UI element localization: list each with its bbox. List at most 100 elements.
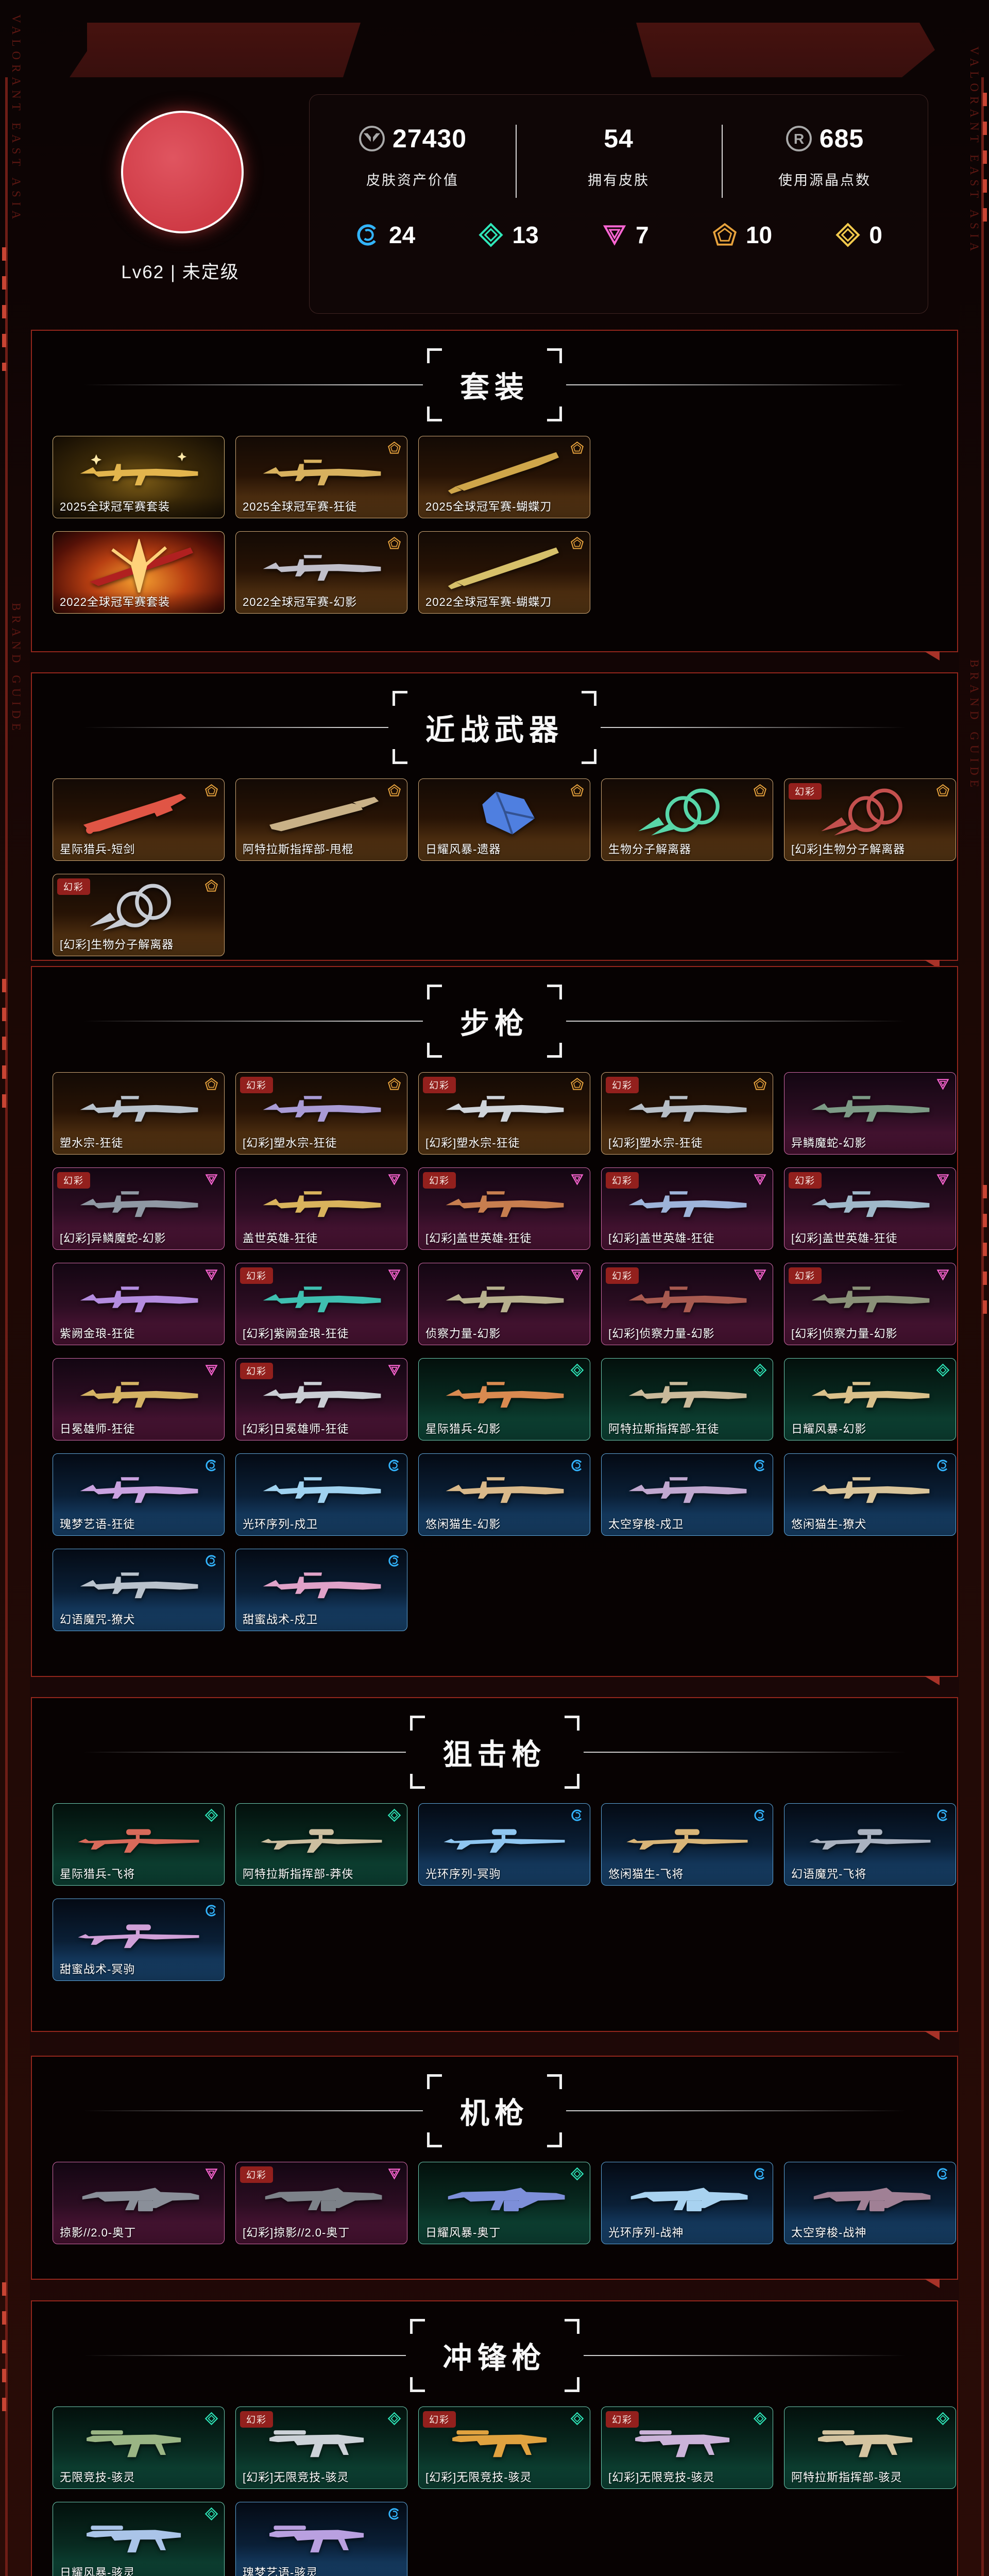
skin-card[interactable]: 幻彩 阿特拉斯指挥部-莽侠 (235, 1803, 407, 1886)
skin-card[interactable]: 幻彩 光环序列-冥驹 (418, 1803, 590, 1886)
skin-card[interactable]: 幻彩 幻语魔咒-飞将 (784, 1803, 956, 1886)
weapon-art-rifle (621, 1366, 755, 1419)
stat-value: 54 (604, 124, 634, 153)
skin-card[interactable]: 幻彩 [幻彩]无限竞技-骇灵 (235, 2406, 407, 2489)
skin-card[interactable]: 幻彩 紫阙金琅-狂徒 (53, 1263, 225, 1345)
skin-card[interactable]: 幻彩 阿特拉斯指挥部-狂徒 (601, 1358, 773, 1440)
skin-card[interactable]: 幻彩 瑰梦艺语-狂徒 (53, 1453, 225, 1536)
weapon-art-mg (804, 2170, 937, 2223)
skin-card[interactable]: 幻彩 2022全球冠军赛-蝴蝶刀 (418, 531, 590, 614)
skin-card[interactable]: 幻彩 [幻彩]盖世英雄-狂徒 (601, 1167, 773, 1250)
name-bar (419, 1863, 590, 1885)
skin-card[interactable]: 幻彩 日耀风暴-幻影 (784, 1358, 956, 1440)
avatar[interactable] (121, 111, 244, 233)
skin-card[interactable]: 幻彩 瑰梦艺语-骇灵 (235, 2502, 407, 2576)
skin-card[interactable]: 幻彩 悠闲猫生-飞将 (601, 1803, 773, 1886)
weapon-art-smg (255, 2414, 389, 2468)
premium-tier-icon (204, 879, 218, 893)
currency-select: 13 (478, 221, 539, 249)
skin-card[interactable]: 幻彩 [幻彩]紫阙金琅-狂徒 (235, 1263, 407, 1345)
currency-count: 13 (512, 222, 539, 248)
name-bar (602, 2222, 773, 2244)
skin-name: [幻彩]侦察力量-幻影 (608, 1327, 715, 1340)
skin-card[interactable]: 幻彩 光环序列-战神 (601, 2162, 773, 2244)
skin-card[interactable]: 幻彩 [幻彩]盖世英雄-狂徒 (784, 1167, 956, 1250)
chroma-badge: 幻彩 (240, 2166, 273, 2183)
skin-name: 掠影//2.0-奥丁 (60, 2226, 137, 2239)
skin-card[interactable]: 幻彩 [幻彩]侦察力量-幻影 (784, 1263, 956, 1345)
skin-card[interactable]: 幻彩 阿特拉斯指挥部-骇灵 (784, 2406, 956, 2489)
weapon-art-rifle (621, 1270, 755, 1324)
skin-card[interactable]: 幻彩 侦察力量-幻影 (418, 1263, 590, 1345)
skin-card[interactable]: 幻彩 2022全球冠军赛-幻影 (235, 531, 407, 614)
skin-card[interactable]: 幻彩 盖世英雄-狂徒 (235, 1167, 407, 1250)
skin-card[interactable]: 幻彩 阿特拉斯指挥部-甩棍 (235, 778, 407, 861)
skin-card[interactable]: 幻彩 甜蜜战术-冥驹 (53, 1899, 225, 1981)
section-header: 步枪 (32, 985, 957, 1058)
select-tier-icon (753, 1363, 767, 1377)
skin-card[interactable]: 幻彩 [幻彩]无限竞技-骇灵 (418, 2406, 590, 2489)
skin-card[interactable]: 幻彩 [幻彩]异鳞魔蛇-幻影 (53, 1167, 225, 1250)
skin-card[interactable]: 幻彩 无限竞技-骇灵 (53, 2406, 225, 2489)
section-title: 狙击枪 (442, 1738, 547, 1771)
skin-card[interactable]: 幻彩 [幻彩]塑水宗-狂徒 (418, 1072, 590, 1155)
name-bar (785, 1132, 956, 1154)
deluxe-tier-icon (570, 1268, 584, 1282)
skin-card[interactable]: 幻彩 日耀风暴-遗器 (418, 778, 590, 861)
skin-card[interactable]: 幻彩 [幻彩]塑水宗-狂徒 (601, 1072, 773, 1155)
skin-card[interactable]: 幻彩 [幻彩]掠影//2.0-奥丁 (235, 2162, 407, 2244)
skin-card[interactable]: 幻彩 异鳞魔蛇-幻影 (784, 1072, 956, 1155)
skin-card[interactable]: 幻彩 生物分子解离器 (601, 778, 773, 861)
skin-card[interactable]: 幻彩 日耀风暴-骇灵 (53, 2502, 225, 2576)
skin-card[interactable]: 幻彩 日冕雄师-狂徒 (53, 1358, 225, 1440)
deluxe-tier-icon (936, 1077, 950, 1091)
skin-card[interactable]: 幻彩 [幻彩]生物分子解离器 (784, 778, 956, 861)
skin-card[interactable]: 幻彩 [幻彩]塑水宗-狂徒 (235, 1072, 407, 1155)
skin-card[interactable]: 幻彩 悠闲猫生-獠犬 (784, 1453, 956, 1536)
skin-card[interactable]: 幻彩 日耀风暴-奥丁 (418, 2162, 590, 2244)
weapon-art-mg (255, 2170, 389, 2223)
edge-dash (2, 979, 6, 1113)
skin-card[interactable]: 幻彩 太空穿梭-战神 (784, 2162, 956, 2244)
header-line-right (566, 1021, 906, 1022)
skin-card[interactable]: 幻彩 塑水宗-狂徒 (53, 1072, 225, 1155)
name-bar (785, 1514, 956, 1535)
section-header: 近战武器 (32, 691, 957, 764)
name-bar (236, 1323, 407, 1345)
skin-card[interactable]: 幻彩 太空穿梭-戍卫 (601, 1453, 773, 1536)
skin-card[interactable]: 幻彩 [幻彩]无限竞技-骇灵 (601, 2406, 773, 2489)
name-bar (419, 839, 590, 860)
skin-name: 甜蜜战术-冥驹 (60, 1963, 135, 1976)
deluxe-tier-icon (753, 1268, 767, 1282)
chroma-badge: 幻彩 (606, 1267, 639, 1284)
skin-card[interactable]: 幻彩 2025全球冠军赛-蝴蝶刀 (418, 436, 590, 518)
skin-card[interactable]: 幻彩 2025全球冠军赛套装 (53, 436, 225, 518)
skin-card[interactable]: 幻彩 星际猎兵-短剑 (53, 778, 225, 861)
section-title: 近战武器 (425, 714, 564, 747)
skin-name: [幻彩]异鳞魔蛇-幻影 (60, 1232, 166, 1245)
skin-card[interactable]: 幻彩 幻语魔咒-獠犬 (53, 1549, 225, 1631)
skin-card[interactable]: 幻彩 [幻彩]盖世英雄-狂徒 (418, 1167, 590, 1250)
skin-card[interactable]: 幻彩 星际猎兵-幻影 (418, 1358, 590, 1440)
skin-card[interactable]: 幻彩 星际猎兵-飞将 (53, 1803, 225, 1886)
skin-card[interactable]: 幻彩 2022全球冠军赛套装 (53, 531, 225, 614)
skin-card[interactable]: 幻彩 掠影//2.0-奥丁 (53, 2162, 225, 2244)
skin-card[interactable]: 幻彩 悠闲猫生-幻影 (418, 1453, 590, 1536)
select-tier-icon (478, 222, 504, 248)
skin-name: 悠闲猫生-獠犬 (791, 1518, 867, 1531)
select-tier-icon (387, 2412, 401, 2426)
skin-card[interactable]: 幻彩 [幻彩]日冕雄师-狂徒 (235, 1358, 407, 1440)
name-bar (419, 496, 590, 518)
skin-card[interactable]: 幻彩 光环序列-戍卫 (235, 1453, 407, 1536)
bracket-corner-icon (564, 1716, 579, 1731)
skin-card[interactable]: 幻彩 甜蜜战术-戍卫 (235, 1549, 407, 1631)
skin-card[interactable]: 幻彩 2025全球冠军赛-狂徒 (235, 436, 407, 518)
skin-name: [幻彩]紫阙金琅-狂徒 (243, 1327, 349, 1340)
skin-card[interactable]: 幻彩 [幻彩]侦察力量-幻影 (601, 1263, 773, 1345)
skin-name: 星际猎兵-短剑 (60, 843, 135, 856)
name-bar (53, 1418, 224, 1440)
skin-card[interactable]: 幻彩 [幻彩]生物分子解离器 (53, 874, 225, 956)
name-bar (785, 1863, 956, 1885)
